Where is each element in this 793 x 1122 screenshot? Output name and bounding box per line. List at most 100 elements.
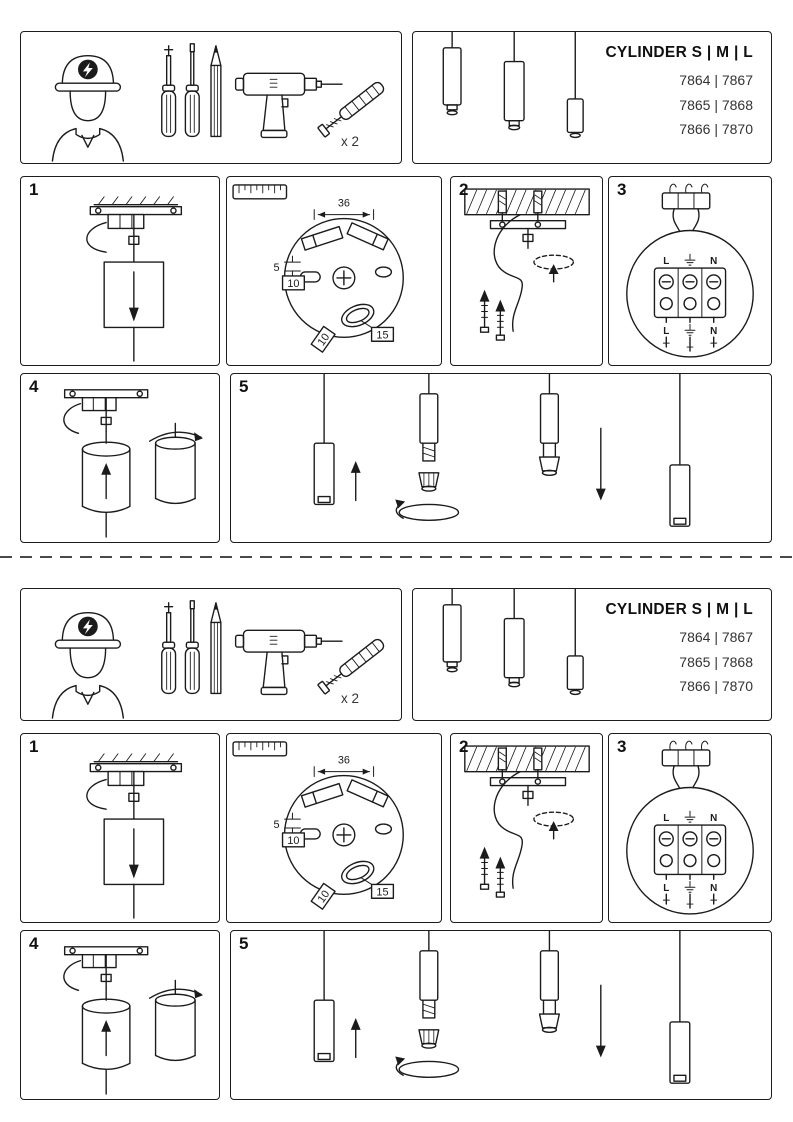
- dimension-36: 36: [338, 755, 350, 767]
- instruction-sheet-2: x 2: [0, 575, 793, 1120]
- earth-icon: [684, 253, 696, 266]
- product-title-block: CYLINDER S | M | L 7864 | 7867 7865 | 78…: [605, 44, 753, 142]
- bayonet-slot-right: [346, 779, 389, 808]
- arrow-down-icon: [595, 1045, 606, 1058]
- panel-required-tools: x 2: [20, 31, 402, 164]
- anchor-quantity-label: x 2: [341, 134, 360, 149]
- model-line: 7864 | 7867: [679, 629, 753, 645]
- wire: [86, 778, 107, 810]
- arrow-down-icon: [595, 488, 606, 501]
- panel-step-2: 2: [450, 733, 603, 923]
- panel-plate-dimensions: 36 5 10 15 10: [226, 733, 442, 923]
- pendant-stage-1: [313, 374, 361, 506]
- pendant-stage-1: [313, 931, 361, 1063]
- anchor-quantity-label: x 2: [341, 691, 360, 706]
- dimension-5: 5: [274, 819, 280, 831]
- dimension-10-bottom: 10: [316, 331, 333, 348]
- step-4-number: 4: [29, 377, 39, 396]
- ruler-icon: [232, 184, 288, 200]
- arrow-up-icon: [548, 264, 559, 274]
- step2-illustration: [464, 745, 590, 898]
- bayonet-slot-left: [300, 782, 344, 808]
- pendant-lamp-medium-icon: [503, 589, 525, 688]
- plate-dimension-labels: 36 5 10 15 10: [274, 198, 395, 353]
- lightning-bolt-icon: [82, 619, 93, 635]
- screwdrivers-pencil-icon: [161, 43, 222, 138]
- arrow-up-icon: [101, 462, 112, 475]
- wire: [63, 959, 82, 991]
- step-1-number: 1: [29, 180, 39, 199]
- dimension-36: 36: [338, 198, 350, 210]
- slide-down-arrow: [595, 427, 606, 501]
- earth-icon: [684, 880, 696, 893]
- step-3-number: 3: [617, 737, 627, 756]
- gu10-bulb-icon: [538, 456, 560, 472]
- label-neutral-top: N: [710, 813, 717, 824]
- pendant-lamp-short-icon: [566, 589, 584, 696]
- product-title: CYLINDER S | M | L: [605, 601, 753, 618]
- center-screw: [332, 823, 356, 847]
- step4-illustration: [63, 946, 204, 1095]
- terminal-labels: L N L N: [663, 253, 717, 337]
- step1-illustration: [86, 753, 183, 919]
- screw-icon: [479, 846, 490, 890]
- step1-illustration: [86, 196, 183, 362]
- terminal-labels: L N L N: [663, 810, 717, 894]
- label-live-bottom: L: [663, 326, 669, 337]
- step-2-number: 2: [459, 737, 469, 756]
- ceiling-bracket-diagram: [86, 196, 183, 362]
- slide-down-arrow: [595, 984, 606, 1058]
- rotate-arrow-icon: [194, 989, 204, 999]
- plate-dimension-labels: 36 5 10 15 10: [274, 755, 395, 910]
- canopy-install-diagram: [63, 389, 149, 538]
- wall-anchor: [497, 747, 507, 771]
- panel-plate-dimensions: 36 5 10 15 10: [226, 176, 442, 366]
- pendant-lamps-illustration: [442, 589, 584, 696]
- tools-illustration: [51, 600, 385, 719]
- pendant-lamp-medium-icon: [503, 32, 525, 131]
- panel-product: CYLINDER S | M | L 7864 | 7867 7865 | 78…: [412, 31, 772, 164]
- plate-dimension-diagram: 36 5 10 15 10: [232, 741, 404, 910]
- arrow-up-icon: [548, 821, 559, 831]
- worker-icon: [51, 611, 125, 719]
- label-neutral-bottom: N: [710, 326, 717, 337]
- bulb-insert-stage: [395, 931, 460, 1078]
- arrow-down-icon: [128, 307, 139, 322]
- dimension-15: 15: [376, 329, 388, 341]
- panel-required-tools: x 2: [20, 588, 402, 721]
- worker-icon: [51, 54, 125, 162]
- panel-step-5: 5: [230, 373, 772, 543]
- screwdrivers-pencil-icon: [161, 600, 222, 695]
- earth-icon: [684, 323, 696, 336]
- panel-step-3: 3: [608, 733, 772, 923]
- panel-step-4: 4: [20, 373, 220, 543]
- ceiling-mounting-diagram: [464, 745, 590, 898]
- model-line: 7866 | 7870: [679, 121, 753, 137]
- ruler-icon: [232, 741, 288, 757]
- wall-anchor: [533, 190, 543, 214]
- step-5-number: 5: [239, 377, 249, 396]
- oval-cutout: [341, 303, 375, 328]
- arrow-up-icon: [101, 1019, 112, 1032]
- gu10-bulb-icon: [538, 1013, 560, 1029]
- dimension-10-left: 10: [287, 835, 299, 847]
- panel-step-1: 1: [20, 733, 220, 923]
- pendant-final-stage: [669, 931, 691, 1084]
- panel-step-2: 2: [450, 176, 603, 366]
- ceiling-mounting-diagram: [464, 188, 590, 341]
- cut-line: [0, 556, 793, 558]
- product-model-numbers: 7864 | 7867 7865 | 7868 7866 | 7870: [605, 68, 753, 142]
- lightning-bolt-icon: [82, 62, 93, 78]
- bulb-insert-stage: [395, 374, 460, 521]
- terminal-block-overview: [661, 183, 711, 234]
- mounting-plate-drawing: [283, 774, 404, 895]
- pendant-lamp-short-icon: [566, 32, 584, 139]
- label-live-top: L: [663, 256, 669, 267]
- panel-step-4: 4: [20, 930, 220, 1100]
- label-neutral-top: N: [710, 256, 717, 267]
- instruction-sheet: x 2: [0, 18, 793, 563]
- bulb-installed-stage: [538, 374, 560, 476]
- bayonet-slot-right: [346, 222, 389, 251]
- pendant-lamp-small-icon: [442, 32, 462, 116]
